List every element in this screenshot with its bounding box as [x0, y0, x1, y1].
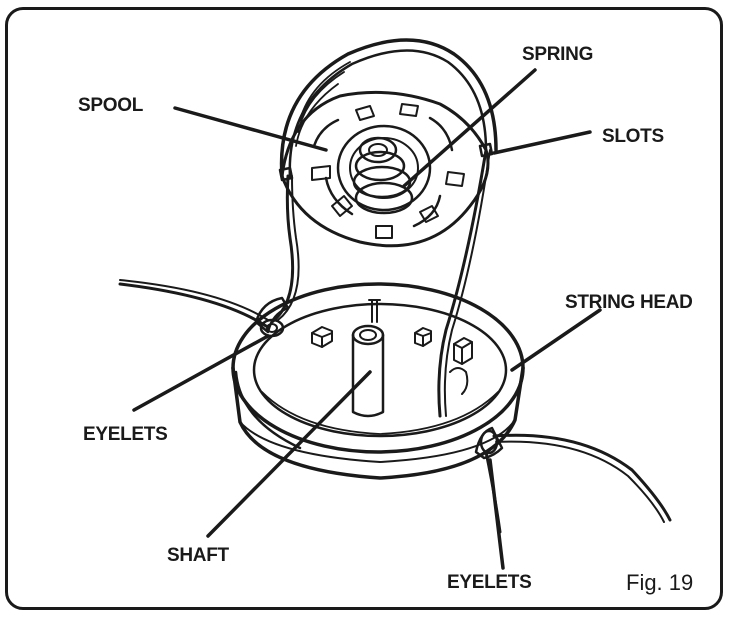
leader-spring [402, 68, 537, 188]
leader-eyelets-bottom [488, 458, 505, 570]
leader-string-head [510, 308, 602, 372]
leader-eyelets-left [132, 334, 270, 412]
label-string-head: STRING HEAD [565, 292, 693, 313]
leader-shaft [206, 370, 372, 538]
label-eyelets-bottom: EYELETS [447, 572, 532, 593]
label-eyelets-left: EYELETS [83, 424, 168, 445]
label-slots: SLOTS [602, 126, 664, 147]
spring [352, 136, 414, 215]
trimmer-line [118, 148, 672, 534]
leader-lines [132, 68, 602, 570]
leader-slots [492, 130, 592, 155]
figure-label: Fig. 19 [626, 570, 694, 595]
inner-posts [311, 326, 432, 348]
label-spool: SPOOL [78, 95, 144, 116]
eyelet-right [474, 426, 504, 460]
shaft [351, 299, 385, 418]
label-shaft: SHAFT [167, 545, 229, 566]
interior-tab [449, 337, 473, 395]
label-spring: SPRING [522, 44, 594, 65]
spool [279, 38, 498, 248]
spool-slots [278, 142, 494, 182]
leader-spool [173, 106, 328, 152]
